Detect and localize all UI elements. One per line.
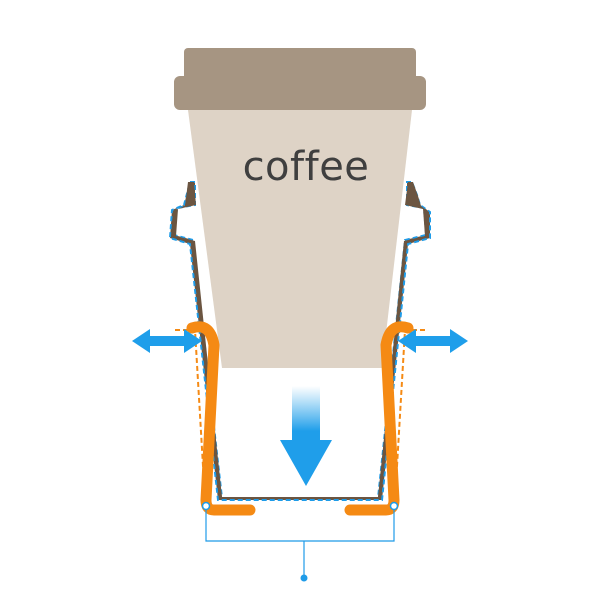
down-arrow-icon [280, 386, 332, 486]
push-down-arrow [280, 386, 332, 486]
bracket-lines [205, 510, 395, 577]
cup-label: coffee [243, 144, 370, 190]
bracket-end-dot [300, 574, 308, 582]
right-double-arrow [398, 329, 468, 353]
left-double-arrow [132, 329, 202, 353]
annotation-bracket [201, 501, 399, 582]
spring-arms [186, 321, 414, 516]
cup-body [188, 110, 412, 368]
double-headed-horizontal-arrow-icon [398, 329, 468, 353]
left-spring-arm [186, 321, 256, 516]
cup-lid-top [184, 48, 416, 82]
cup-lid-rim [174, 76, 426, 110]
coffee-cup: coffee [174, 48, 426, 368]
right-spring-arm [344, 321, 414, 516]
right-joint-dot [389, 501, 399, 511]
expansion-arrows [132, 329, 468, 353]
double-headed-horizontal-arrow-icon [132, 329, 202, 353]
holder-left-dashed-edge [175, 329, 206, 501]
left-joint-dot [201, 501, 211, 511]
holder-right-dashed-edge [394, 329, 425, 501]
